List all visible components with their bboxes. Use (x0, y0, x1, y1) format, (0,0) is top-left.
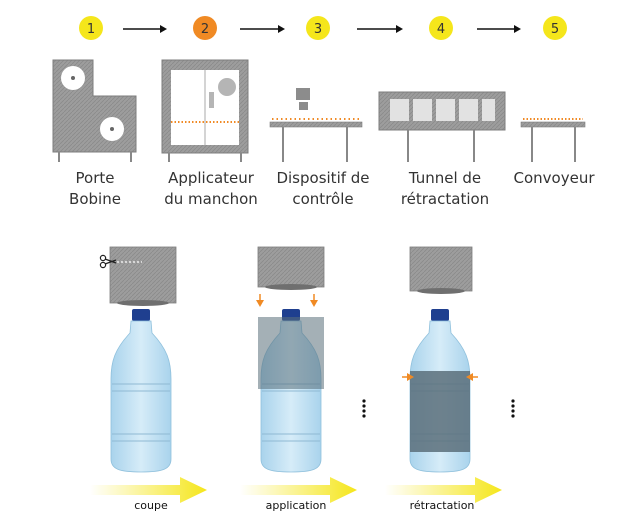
step-4-number: 4 (437, 22, 445, 37)
step-2-label-line-2: du manchon (164, 190, 258, 208)
stage-retractation (385, 246, 502, 503)
stage-application-label: application (265, 499, 327, 512)
machine-porte-bobine (52, 59, 137, 162)
stage-coupe-label: coupe (134, 499, 168, 512)
continuation-dots (362, 399, 515, 418)
step-4-label-line-1: Tunnel de (408, 169, 482, 187)
step-4-label: Tunnel de rétractation (385, 168, 505, 210)
machine-convoyeur (520, 118, 586, 162)
machine-applicateur (161, 59, 249, 162)
flow-arrow-3 (357, 25, 403, 33)
shrink-arrows-icon (402, 373, 478, 381)
step-5-badge: 5 (543, 16, 567, 40)
step-3-label-line-2: contrôle (292, 190, 354, 208)
step-3-label: Dispositif de contrôle (263, 168, 383, 210)
step-1-badge: 1 (79, 16, 103, 40)
machine-tunnel (378, 91, 506, 162)
step-5-label: Convoyeur (494, 168, 614, 189)
step-1-label: Porte Bobine (35, 168, 155, 210)
stage-coupe (90, 246, 207, 503)
flow-arrow-1 (123, 25, 167, 33)
step-2-label-line-1: Applicateur (168, 169, 254, 187)
step-2-number: 2 (201, 22, 209, 37)
step-5-number: 5 (551, 22, 559, 37)
step-3-badge: 3 (306, 16, 330, 40)
scissors-icon (99, 254, 117, 269)
flow-arrow-2 (240, 25, 285, 33)
flow-arrow-4 (477, 25, 521, 33)
step-3-label-line-1: Dispositif de (276, 169, 370, 187)
down-arrows-icon (256, 294, 318, 307)
step-3-number: 3 (314, 22, 322, 37)
step-2-badge: 2 (193, 16, 217, 40)
stage-retractation-label: rétractation (409, 499, 475, 512)
step-4-label-line-2: rétractation (400, 190, 490, 208)
stage-application (240, 246, 357, 503)
step-2-label: Applicateur du manchon (151, 168, 271, 210)
step-5-label-line-1: Convoyeur (513, 169, 595, 187)
step-1-label-line-2: Bobine (69, 190, 121, 208)
step-1-label-line-1: Porte (75, 169, 115, 187)
step-1-number: 1 (87, 22, 95, 37)
machine-controle (269, 88, 363, 162)
step-4-badge: 4 (429, 16, 453, 40)
